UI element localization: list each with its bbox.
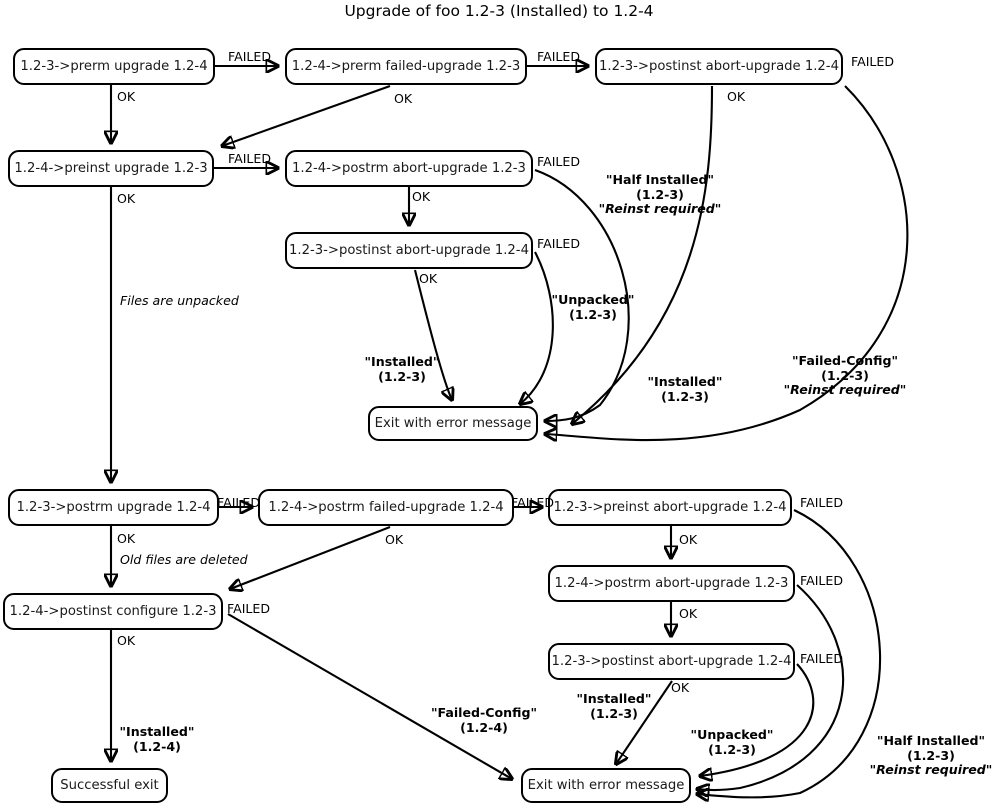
state-line-1: "Installed" — [576, 691, 652, 706]
edge-label-failed: FAILED — [217, 495, 261, 510]
state-label-failed-config-124: "Failed-Config" (1.2-4) — [428, 705, 540, 735]
node-exit-with-error-message-upper[interactable]: Exit with error message — [368, 406, 538, 441]
node-label: 1.2-4->postrm failed-upgrade 1.2-4 — [268, 500, 504, 515]
node-label: 1.2-4->postinst configure 1.2-3 — [9, 604, 217, 619]
node-prerm-upgrade[interactable]: 1.2-3->prerm upgrade 1.2-4 — [13, 48, 215, 85]
state-line-1: "Installed" — [364, 354, 440, 369]
edge-label-failed: FAILED — [800, 651, 844, 666]
node-label: Exit with error message — [527, 778, 685, 793]
state-line-3: "Reinst required" — [783, 382, 907, 398]
state-line-1: "Installed" — [647, 374, 723, 389]
edge-label-ok: OK — [117, 531, 136, 546]
state-line-3: "Reinst required" — [598, 201, 722, 217]
state-line-1: "Unpacked" — [690, 727, 774, 742]
node-postinst-abort-upgrade-bottom[interactable]: 1.2-3->postinst abort-upgrade 1.2-4 — [548, 643, 795, 680]
node-postrm-upgrade[interactable]: 1.2-3->postrm upgrade 1.2-4 — [8, 489, 219, 526]
state-line-2: (1.2-3) — [661, 388, 709, 404]
node-label: 1.2-4->prerm failed-upgrade 1.2-3 — [291, 59, 521, 74]
node-successful-exit[interactable]: Successful exit — [51, 768, 168, 803]
edge-label-ok: OK — [419, 271, 438, 286]
state-line-1: "Installed" — [119, 724, 195, 739]
edge-label-ok: OK — [412, 189, 431, 204]
state-line-2: (1.2-3) — [378, 368, 426, 384]
edge-label-failed: FAILED — [800, 573, 844, 588]
node-label: 1.2-3->postinst abort-upgrade 1.2-4 — [599, 59, 839, 74]
edge-label-failed: FAILED — [537, 236, 581, 251]
state-line-1: "Failed-Config" — [791, 353, 899, 368]
node-postrm-failed-upgrade[interactable]: 1.2-4->postrm failed-upgrade 1.2-4 — [258, 489, 514, 526]
edge-label-failed: FAILED — [537, 49, 581, 64]
edge-note-files-unpacked: Files are unpacked — [120, 293, 239, 308]
page-title: Upgrade of foo 1.2-3 (Installed) to 1.2-… — [344, 2, 654, 20]
state-line-2: (1.2-3) — [569, 306, 617, 322]
edge-label-failed: FAILED — [227, 601, 271, 616]
state-label-installed-124: "Installed" (1.2-4) — [113, 724, 201, 754]
edge-label-failed: FAILED — [228, 49, 272, 64]
state-label-unpacked-lower: "Unpacked" (1.2-3) — [686, 727, 778, 757]
node-postinst-abort-upgrade-top[interactable]: 1.2-3->postinst abort-upgrade 1.2-4 — [595, 48, 843, 85]
node-preinst-abort-upgrade[interactable]: 1.2-3->preinst abort-upgrade 1.2-4 — [548, 489, 792, 526]
node-preinst-upgrade[interactable]: 1.2-4->preinst upgrade 1.2-3 — [8, 150, 214, 187]
state-label-installed-lower: "Installed" (1.2-3) — [570, 691, 658, 721]
state-line-1: "Failed-Config" — [430, 705, 538, 720]
edge-label-failed: FAILED — [800, 495, 844, 510]
edge-label-ok: OK — [394, 91, 413, 106]
state-label-failed-config-123: "Failed-Config" (1.2-3) "Reinst required… — [783, 353, 907, 398]
state-line-1: "Half Installed" — [876, 733, 986, 748]
node-label: 1.2-3->preinst abort-upgrade 1.2-4 — [553, 500, 787, 515]
edge-label-failed: FAILED — [537, 154, 581, 169]
edge-label-ok: OK — [679, 532, 698, 547]
state-line-3: "Reinst required" — [869, 762, 993, 778]
node-postrm-abort-upgrade-bottom[interactable]: 1.2-4->postrm abort-upgrade 1.2-3 — [548, 565, 795, 602]
edge-label-ok: OK — [117, 89, 136, 104]
state-label-half-installed-lower: "Half Installed" (1.2-3) "Reinst require… — [866, 733, 996, 778]
node-label: 1.2-4->postrm abort-upgrade 1.2-3 — [292, 161, 526, 176]
edge-label-failed: FAILED — [511, 495, 555, 510]
state-line-2: (1.2-4) — [460, 719, 508, 735]
node-postinst-abort-upgrade-row3[interactable]: 1.2-3->postinst abort-upgrade 1.2-4 — [285, 232, 533, 269]
node-label: 1.2-3->postinst abort-upgrade 1.2-4 — [289, 243, 529, 258]
state-label-installed-upper-right: "Installed" (1.2-3) — [641, 374, 729, 404]
state-label-installed-upper-left: "Installed" (1.2-3) — [358, 354, 446, 384]
state-line-1: "Half Installed" — [605, 172, 715, 187]
edge-label-ok: OK — [679, 606, 698, 621]
node-prerm-failed-upgrade[interactable]: 1.2-4->prerm failed-upgrade 1.2-3 — [285, 48, 527, 85]
node-postinst-configure[interactable]: 1.2-4->postinst configure 1.2-3 — [3, 593, 223, 630]
edge-label-failed: FAILED — [228, 151, 272, 166]
state-line-2: (1.2-3) — [590, 705, 638, 721]
state-line-1: "Unpacked" — [551, 292, 635, 307]
state-label-half-installed: "Half Installed" (1.2-3) "Reinst require… — [580, 172, 740, 217]
node-exit-with-error-message-lower[interactable]: Exit with error message — [521, 768, 691, 803]
edge-label-failed: FAILED — [851, 54, 895, 69]
state-line-2: (1.2-3) — [636, 186, 684, 202]
edge-label-ok: OK — [385, 532, 404, 547]
node-label: Exit with error message — [374, 416, 532, 431]
edge-label-ok: OK — [117, 633, 136, 648]
node-postrm-abort-upgrade-row2[interactable]: 1.2-4->postrm abort-upgrade 1.2-3 — [285, 150, 533, 187]
state-line-2: (1.2-3) — [708, 741, 756, 757]
node-label: 1.2-4->postrm abort-upgrade 1.2-3 — [554, 576, 789, 591]
edge-label-ok: OK — [727, 89, 746, 104]
node-label: 1.2-3->postinst abort-upgrade 1.2-4 — [551, 654, 792, 669]
node-label: Successful exit — [60, 778, 159, 793]
state-line-2: (1.2-3) — [907, 747, 955, 763]
edge-note-old-files-deleted: Old files are deleted — [120, 552, 248, 567]
node-label: 1.2-3->postrm upgrade 1.2-4 — [16, 500, 211, 515]
node-label: 1.2-4->preinst upgrade 1.2-3 — [14, 161, 208, 176]
state-line-2: (1.2-4) — [133, 738, 181, 754]
state-line-2: (1.2-3) — [821, 367, 869, 383]
edge-label-ok: OK — [117, 191, 136, 206]
node-label: 1.2-3->prerm upgrade 1.2-4 — [20, 59, 208, 74]
state-label-unpacked: "Unpacked" (1.2-3) — [548, 292, 638, 322]
edge-label-ok: OK — [671, 680, 690, 695]
